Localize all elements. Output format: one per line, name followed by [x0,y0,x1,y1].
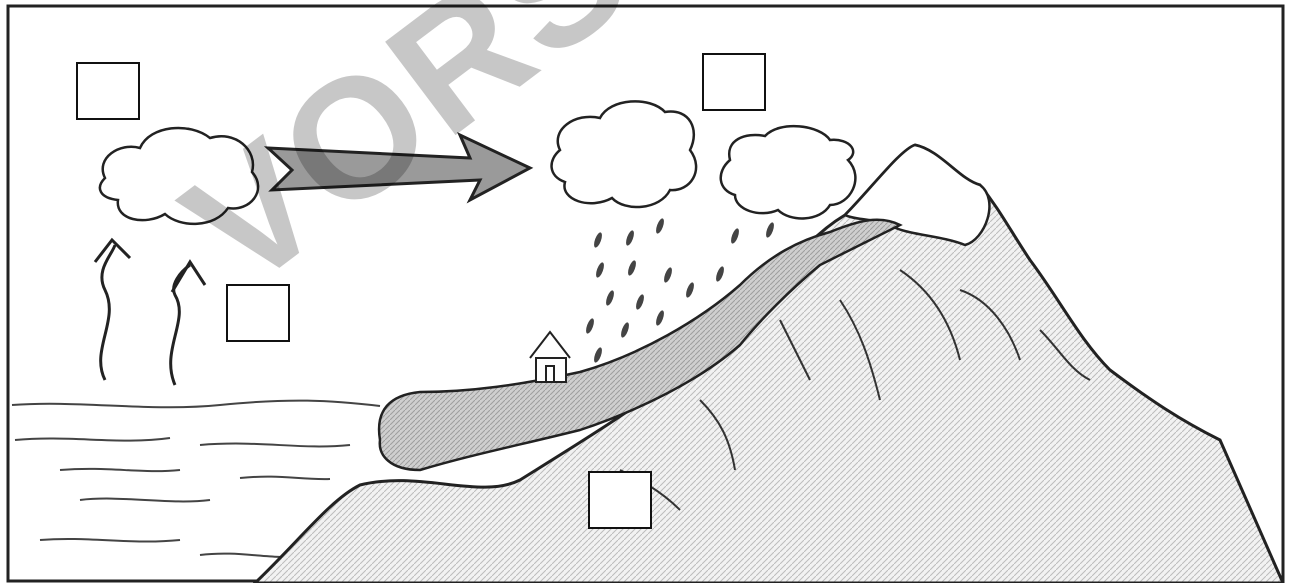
answer-box-2[interactable] [702,53,766,111]
evaporation-arrows [95,240,205,385]
answer-box-4[interactable] [588,471,652,529]
answer-box-1[interactable] [76,62,140,120]
answer-box-3[interactable] [226,284,290,342]
rain-cloud-right [721,126,856,218]
rain-cloud-left [552,101,697,207]
house-sketch [530,332,570,382]
